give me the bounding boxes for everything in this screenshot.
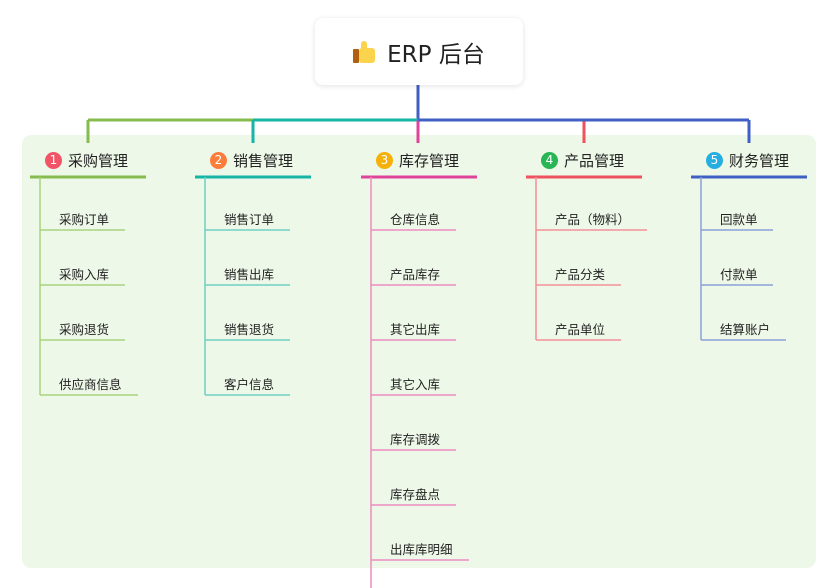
- child-node[interactable]: 付款单: [720, 267, 758, 282]
- number-badge: 2: [210, 151, 227, 169]
- child-node[interactable]: 其它出库: [390, 322, 441, 337]
- child-node[interactable]: 仓库信息: [390, 212, 441, 227]
- child-node[interactable]: 结算账户: [720, 322, 771, 337]
- child-node[interactable]: 回款单: [720, 212, 758, 227]
- child-node[interactable]: 销售出库: [224, 267, 275, 282]
- number-badge: 1: [45, 151, 62, 169]
- child-node[interactable]: 产品分类: [555, 267, 606, 282]
- branch-node-2[interactable]: 2 销售管理: [210, 149, 293, 171]
- branch-node-1[interactable]: 1 采购管理: [45, 149, 128, 171]
- branch-node-5[interactable]: 5 财务管理: [706, 149, 789, 171]
- child-node[interactable]: 库存调拨: [390, 432, 441, 447]
- child-node[interactable]: 产品库存: [390, 267, 441, 282]
- branch-node-3[interactable]: 3 库存管理: [376, 149, 459, 171]
- child-node[interactable]: 采购退货: [59, 322, 110, 337]
- child-node[interactable]: 出库库明细: [390, 542, 453, 557]
- number-badge: 5: [706, 151, 723, 169]
- child-node[interactable]: 供应商信息: [59, 377, 122, 392]
- child-node[interactable]: 采购订单: [59, 212, 110, 227]
- number-badge: 3: [376, 151, 393, 169]
- child-node[interactable]: 产品（物料）: [555, 212, 631, 227]
- root-title: ERP 后台: [387, 41, 485, 68]
- child-node[interactable]: 采购入库: [59, 267, 110, 282]
- thumbs-up-icon: [353, 40, 377, 63]
- root-node: ERP 后台: [315, 18, 523, 85]
- branch-label: 产品管理: [564, 151, 625, 170]
- branch-node-4[interactable]: 4 产品管理: [541, 149, 624, 171]
- number-badge: 4: [541, 151, 558, 169]
- branch-label: 采购管理: [68, 151, 129, 170]
- branch-label: 库存管理: [399, 151, 460, 170]
- child-node[interactable]: 销售退货: [224, 322, 275, 337]
- child-node[interactable]: 销售订单: [224, 212, 275, 227]
- child-node[interactable]: 其它入库: [390, 377, 441, 392]
- branch-label: 财务管理: [729, 151, 790, 170]
- child-node[interactable]: 库存盘点: [390, 487, 441, 502]
- child-node[interactable]: 客户信息: [224, 377, 275, 392]
- child-node[interactable]: 产品单位: [555, 322, 606, 337]
- branch-label: 销售管理: [233, 151, 294, 170]
- diagram-background: [22, 135, 816, 568]
